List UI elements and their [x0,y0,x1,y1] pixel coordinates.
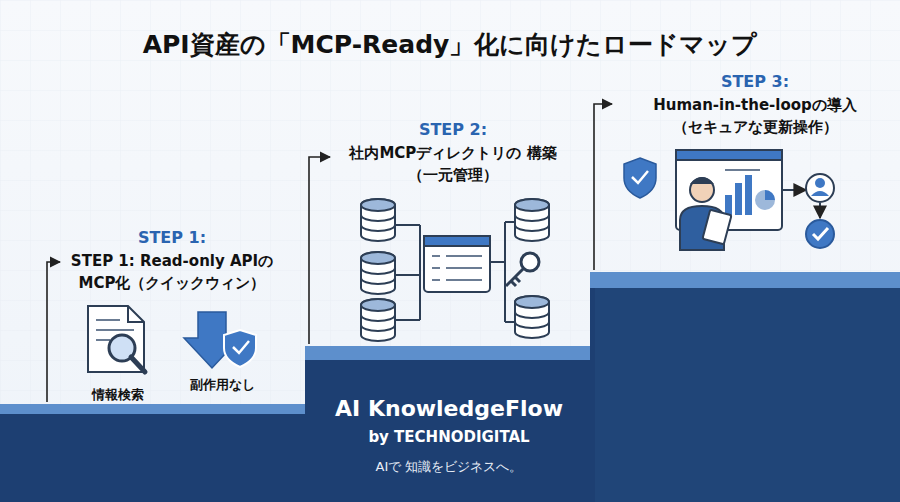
step-title: STEP 1: Read-only APIの MCP化（クイックウィン） [47,251,297,295]
icon-label: 副作用なし [190,376,255,394]
step-block: STEP 2: 社内MCPディレクトリの 構築（一元管理） [328,120,578,187]
step-block: STEP 3: Human-in-the-loopの導入 （セキュアな更新操作） [618,72,893,139]
step-number: STEP 3: [618,72,893,91]
step-block: STEP 1: STEP 1: Read-only APIの MCP化（クイックウ… [47,228,297,295]
step-title: Human-in-the-loopの導入 （セキュアな更新操作） [618,95,893,139]
brand-sub: by TECHNODIGITAL [368,428,529,446]
step-number: STEP 2: [328,120,578,139]
brand-name: AI KnowledgeFlow [335,396,563,421]
brand-tagline: AIで 知識をビジネスへ。 [376,458,523,476]
step-title: 社内MCPディレクトリの 構築（一元管理） [328,143,578,187]
diagram-title: API資産の「MCP-Ready」化に向けたロードマップ [143,28,758,61]
icon-label: 情報検索 [92,386,144,404]
step-number: STEP 1: [47,228,297,247]
